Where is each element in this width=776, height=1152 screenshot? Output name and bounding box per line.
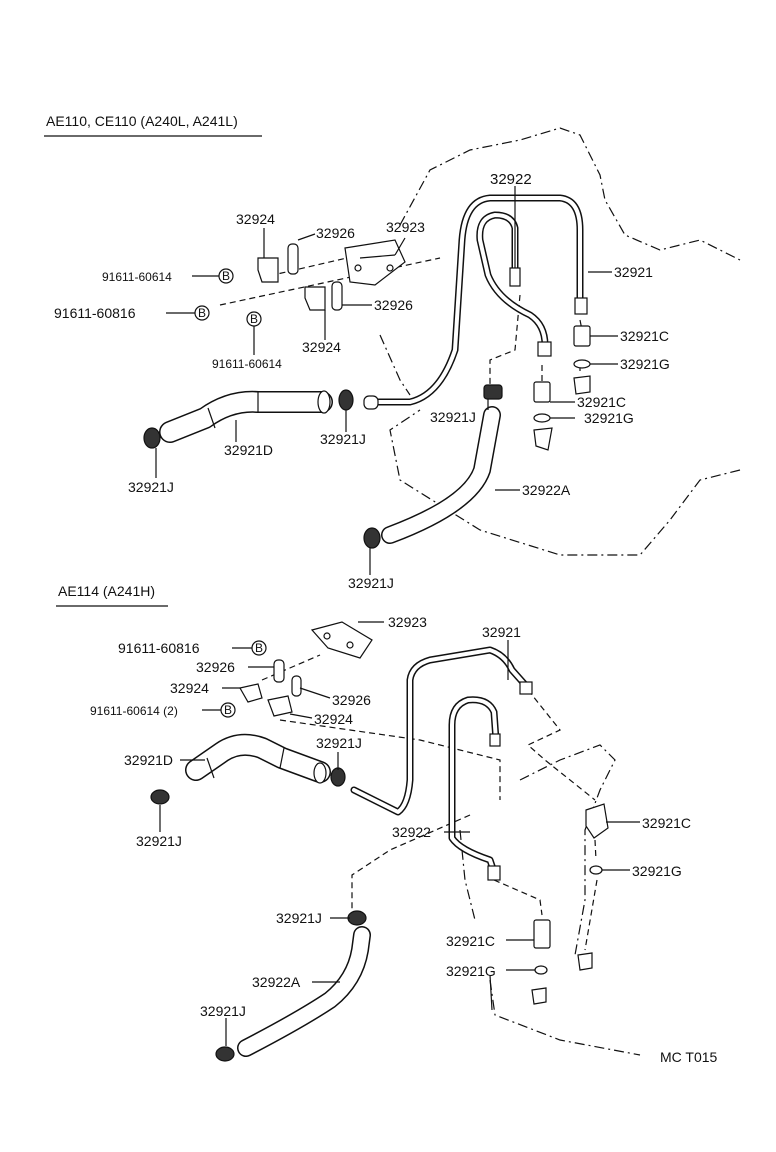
svg-text:32921C: 32921C <box>620 328 669 344</box>
svg-text:32926: 32926 <box>374 297 413 313</box>
clamp-32921J <box>215 1046 235 1062</box>
svg-text:32921C: 32921C <box>642 815 691 831</box>
svg-text:32921C: 32921C <box>446 933 495 949</box>
clamp-32921J <box>150 789 170 805</box>
washer-32921G <box>534 965 548 975</box>
fitting-seat <box>577 952 593 971</box>
svg-text:32922: 32922 <box>490 171 532 188</box>
figure-code: MC T015 <box>660 1049 718 1065</box>
svg-text:32921: 32921 <box>614 264 653 280</box>
bracket-32923 <box>344 239 406 286</box>
pipe-32921 <box>350 646 532 816</box>
pipe-fitting <box>574 297 588 315</box>
fitting-seat <box>533 427 553 451</box>
svg-text:32923: 32923 <box>386 219 425 235</box>
svg-text:32921: 32921 <box>482 624 521 640</box>
svg-text:B: B <box>224 703 232 717</box>
svg-text:32922: 32922 <box>392 824 431 840</box>
svg-text:32921J: 32921J <box>348 575 394 591</box>
transmission-outline <box>379 127 741 556</box>
svg-text:32921J: 32921J <box>430 409 476 425</box>
section-title-ae110: AE110, CE110 (A240L, A241L) <box>46 113 238 129</box>
svg-text:32921G: 32921G <box>632 863 682 879</box>
pipe-fitting <box>519 681 533 695</box>
washer-32921G <box>533 413 551 423</box>
svg-text:B: B <box>198 306 206 320</box>
svg-text:32922A: 32922A <box>522 482 571 498</box>
clamp-32924 <box>304 286 326 311</box>
svg-text:91611-60614: 91611-60614 <box>212 357 282 371</box>
spacer-32926 <box>287 243 299 275</box>
svg-text:32923: 32923 <box>388 614 427 630</box>
dashed-leader <box>579 319 583 331</box>
svg-text:32921C: 32921C <box>577 394 626 410</box>
washer-32921G <box>589 865 603 875</box>
svg-text:91611-60816: 91611-60816 <box>118 640 200 656</box>
clamp-32921J <box>143 427 161 449</box>
fitting-32921C <box>533 381 551 403</box>
svg-text:32921G: 32921G <box>446 963 496 979</box>
dashed-leader <box>219 257 441 306</box>
spacer-32926 <box>291 675 302 697</box>
pipe-end <box>363 395 379 410</box>
fitting-32921C <box>533 919 551 949</box>
svg-text:32924: 32924 <box>170 680 209 696</box>
clamp-32924 <box>257 257 279 283</box>
spacer-32926 <box>273 659 285 683</box>
svg-text:32926: 32926 <box>316 225 355 241</box>
clamp-32921J <box>483 384 503 400</box>
svg-text:32921D: 32921D <box>224 442 273 458</box>
fitting-32921C <box>585 803 609 839</box>
clamp-32921J <box>330 767 346 787</box>
svg-text:32926: 32926 <box>196 659 235 675</box>
svg-text:32921J: 32921J <box>136 833 182 849</box>
dashed-leader <box>489 294 521 385</box>
svg-text:B: B <box>222 269 230 283</box>
washer-32921G <box>573 359 591 369</box>
svg-text:32921J: 32921J <box>320 431 366 447</box>
clamp-32921J <box>338 389 354 411</box>
spacer-32926 <box>331 281 343 311</box>
transmission-outline <box>459 744 641 1056</box>
svg-text:32924: 32924 <box>236 211 275 227</box>
pipe-fitting <box>509 267 521 287</box>
fitting-32921C <box>573 325 591 347</box>
svg-text:91611-60614: 91611-60614 <box>102 270 172 284</box>
svg-text:32921J: 32921J <box>128 479 174 495</box>
svg-text:91611-60816: 91611-60816 <box>54 305 136 321</box>
fitting-seat <box>531 987 547 1005</box>
svg-text:32921G: 32921G <box>584 410 634 426</box>
dashed-leader <box>259 254 361 279</box>
svg-text:B: B <box>255 641 263 655</box>
clamp-32924 <box>239 683 263 703</box>
section-title-ae114: AE114 (A241H) <box>58 583 155 599</box>
pipe-fitting <box>487 865 501 881</box>
svg-text:32921J: 32921J <box>200 1003 246 1019</box>
clamp-32921J <box>347 910 367 926</box>
svg-text:32926: 32926 <box>332 692 371 708</box>
pipe-fitting <box>537 341 552 357</box>
bracket-32923 <box>310 621 373 659</box>
svg-text:32921G: 32921G <box>620 356 670 372</box>
svg-text:32922A: 32922A <box>252 974 301 990</box>
pipe-fitting <box>489 733 501 747</box>
svg-text:32921D: 32921D <box>124 752 173 768</box>
fitting-seat <box>573 375 591 395</box>
svg-text:32924: 32924 <box>302 339 341 355</box>
clamp-32921J <box>363 527 381 549</box>
svg-text:32924: 32924 <box>314 711 353 727</box>
svg-text:32921J: 32921J <box>276 910 322 926</box>
svg-text:32921J: 32921J <box>316 735 362 751</box>
svg-text:B: B <box>250 312 258 326</box>
clamp-32924 <box>267 695 293 717</box>
svg-text:91611-60614 (2): 91611-60614 (2) <box>90 704 178 718</box>
